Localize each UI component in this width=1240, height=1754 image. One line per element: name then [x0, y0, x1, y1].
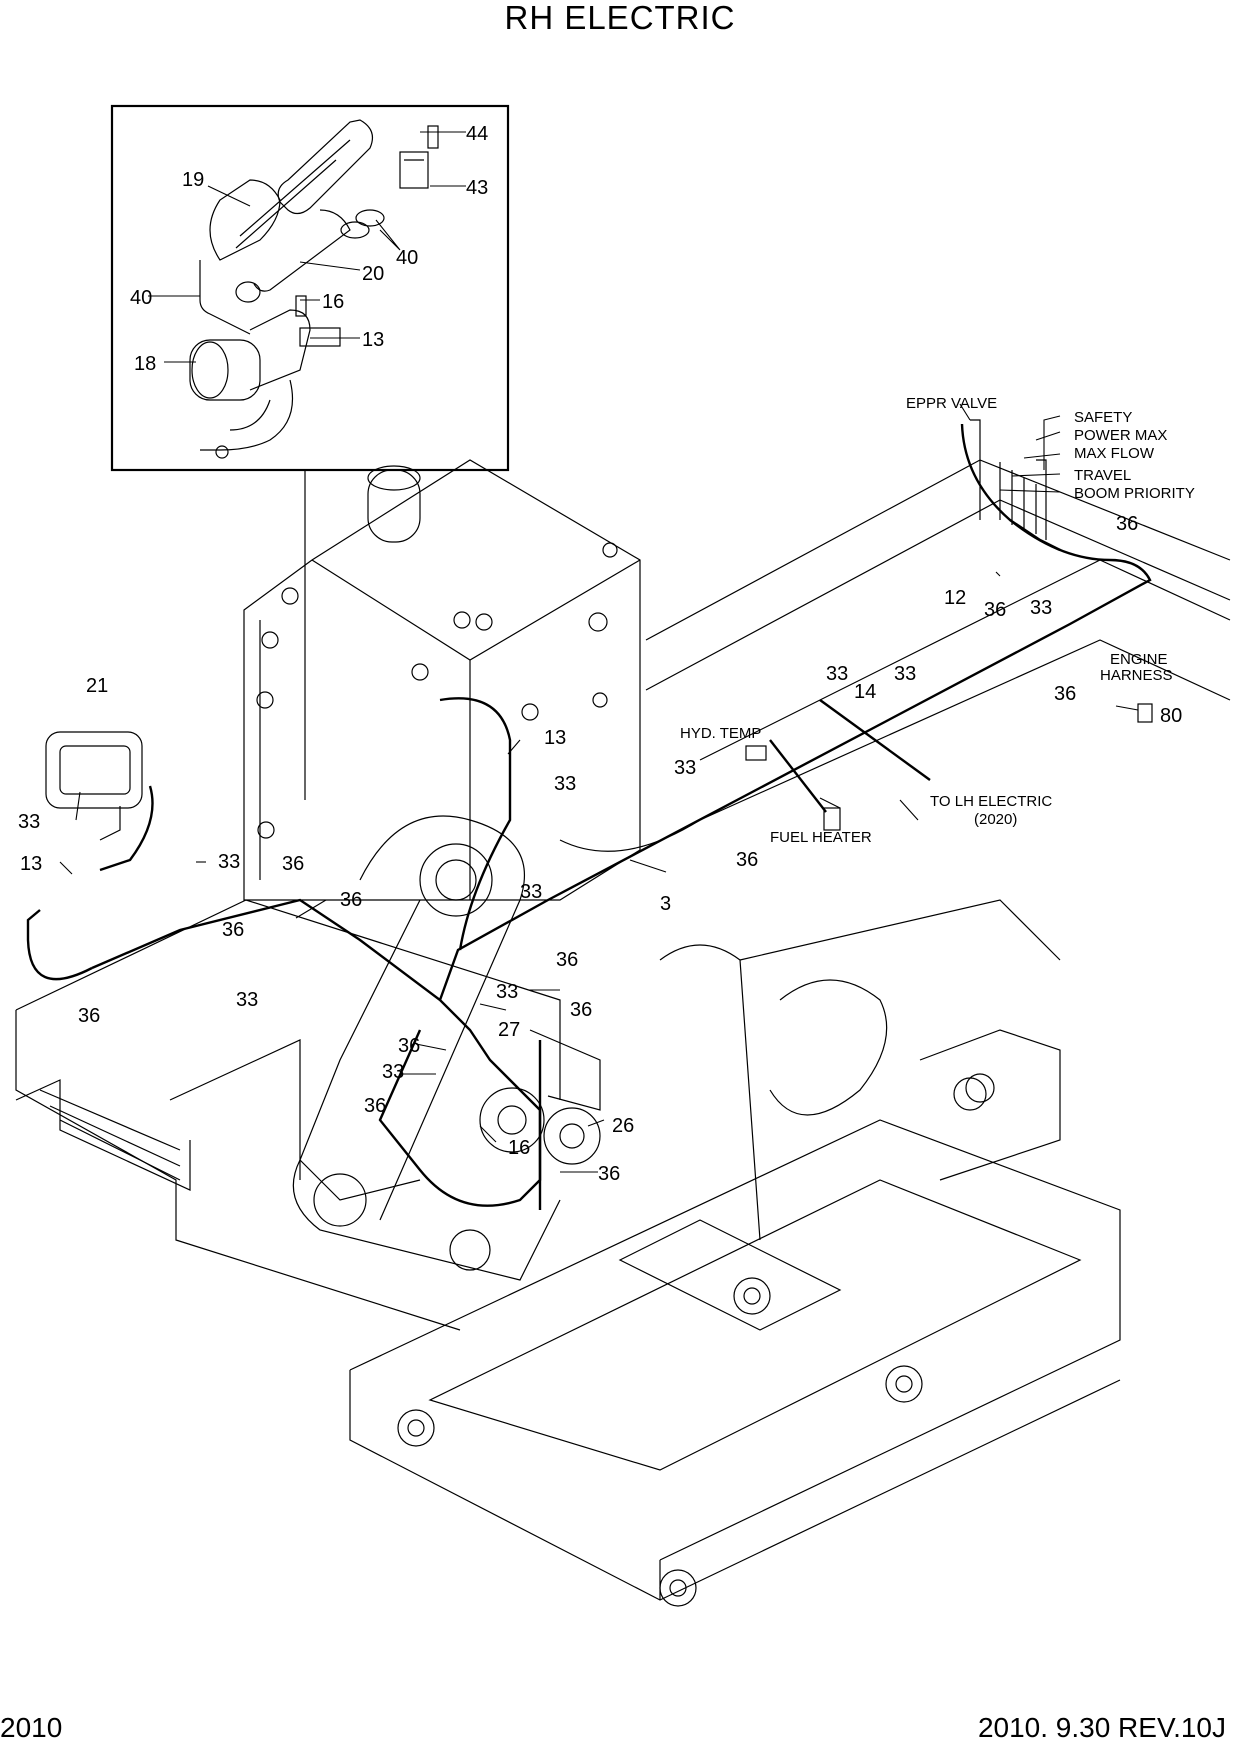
leader-lines — [59, 131, 1139, 1173]
callout-36-k: 36 — [398, 1035, 420, 1057]
callout-36-e: 36 — [282, 853, 304, 875]
inset-frame — [110, 104, 510, 472]
callout-40-left: 40 — [130, 287, 152, 309]
callout-36-d: 36 — [736, 849, 758, 871]
callout-12: 12 — [944, 587, 966, 609]
callout-20: 20 — [362, 263, 384, 285]
callout-36-j: 36 — [570, 999, 592, 1021]
callout-36-h: 36 — [556, 949, 578, 971]
callout-33-c: 33 — [894, 663, 916, 685]
main-callouts: EPPR VALVE SAFETY POWER MAX MAX FLOW TRA… — [18, 395, 1195, 1185]
label-2020: (2020) — [974, 811, 1017, 828]
callout-33-e: 33 — [554, 773, 576, 795]
callout-33-d: 33 — [674, 757, 696, 779]
callout-33-h: 33 — [520, 881, 542, 903]
label-boom-priority: BOOM PRIORITY — [1074, 485, 1195, 502]
callout-36-a: 36 — [1116, 513, 1138, 535]
callout-33-f: 33 — [18, 811, 40, 833]
callout-40-right: 40 — [396, 247, 418, 269]
callout-19: 19 — [182, 169, 204, 191]
callout-33-i: 33 — [236, 989, 258, 1011]
callout-13-inset: 13 — [362, 329, 384, 351]
callout-36-m: 36 — [598, 1163, 620, 1185]
label-travel: TRAVEL — [1074, 467, 1131, 484]
callout-26: 26 — [612, 1115, 634, 1137]
label-max-flow: MAX FLOW — [1074, 445, 1155, 462]
callout-16: 16 — [508, 1137, 530, 1159]
callout-36-f: 36 — [340, 889, 362, 911]
inset-callouts: 44 43 19 40 20 40 16 13 18 — [130, 123, 488, 375]
label-eppr-valve: EPPR VALVE — [906, 395, 997, 412]
callout-16-inset: 16 — [322, 291, 344, 313]
page-title: RH ELECTRIC — [504, 0, 736, 36]
callout-14: 14 — [854, 681, 876, 703]
fuel-heater-assembly — [189, 119, 439, 459]
callout-3: 3 — [660, 893, 671, 915]
callout-36-l: 36 — [364, 1095, 386, 1117]
callout-18: 18 — [134, 353, 156, 375]
callout-43: 43 — [466, 177, 488, 199]
callout-36-i: 36 — [78, 1005, 100, 1027]
callout-36-g: 36 — [222, 919, 244, 941]
wire-harness — [26, 423, 1152, 1210]
callout-44: 44 — [466, 123, 488, 145]
label-engine: ENGINE — [1110, 651, 1168, 668]
callout-33-a: 33 — [1030, 597, 1052, 619]
label-safety: SAFETY — [1074, 409, 1132, 426]
callout-13-a: 13 — [544, 727, 566, 749]
callout-33-b: 33 — [826, 663, 848, 685]
callout-13-b: 13 — [20, 853, 42, 875]
label-harness: HARNESS — [1100, 667, 1173, 684]
label-power-max: POWER MAX — [1074, 427, 1167, 444]
label-to-lh-electric: TO LH ELECTRIC — [930, 793, 1052, 810]
machine-frame — [15, 419, 1231, 1607]
callout-33-j: 33 — [496, 981, 518, 1003]
callout-33-k: 33 — [382, 1061, 404, 1083]
callout-36-c: 36 — [1054, 683, 1076, 705]
callout-33-g: 33 — [218, 851, 240, 873]
footer-section-number: 2010 — [0, 1712, 63, 1743]
callout-21: 21 — [86, 675, 108, 697]
footer-revision: 2010. 9.30 REV.10J — [977, 1712, 1226, 1743]
callout-27: 27 — [498, 1019, 520, 1041]
callout-36-b: 36 — [984, 599, 1006, 621]
callout-80: 80 — [1160, 705, 1182, 727]
label-hyd-temp: HYD. TEMP — [680, 725, 761, 742]
label-fuel-heater: FUEL HEATER — [770, 829, 872, 846]
